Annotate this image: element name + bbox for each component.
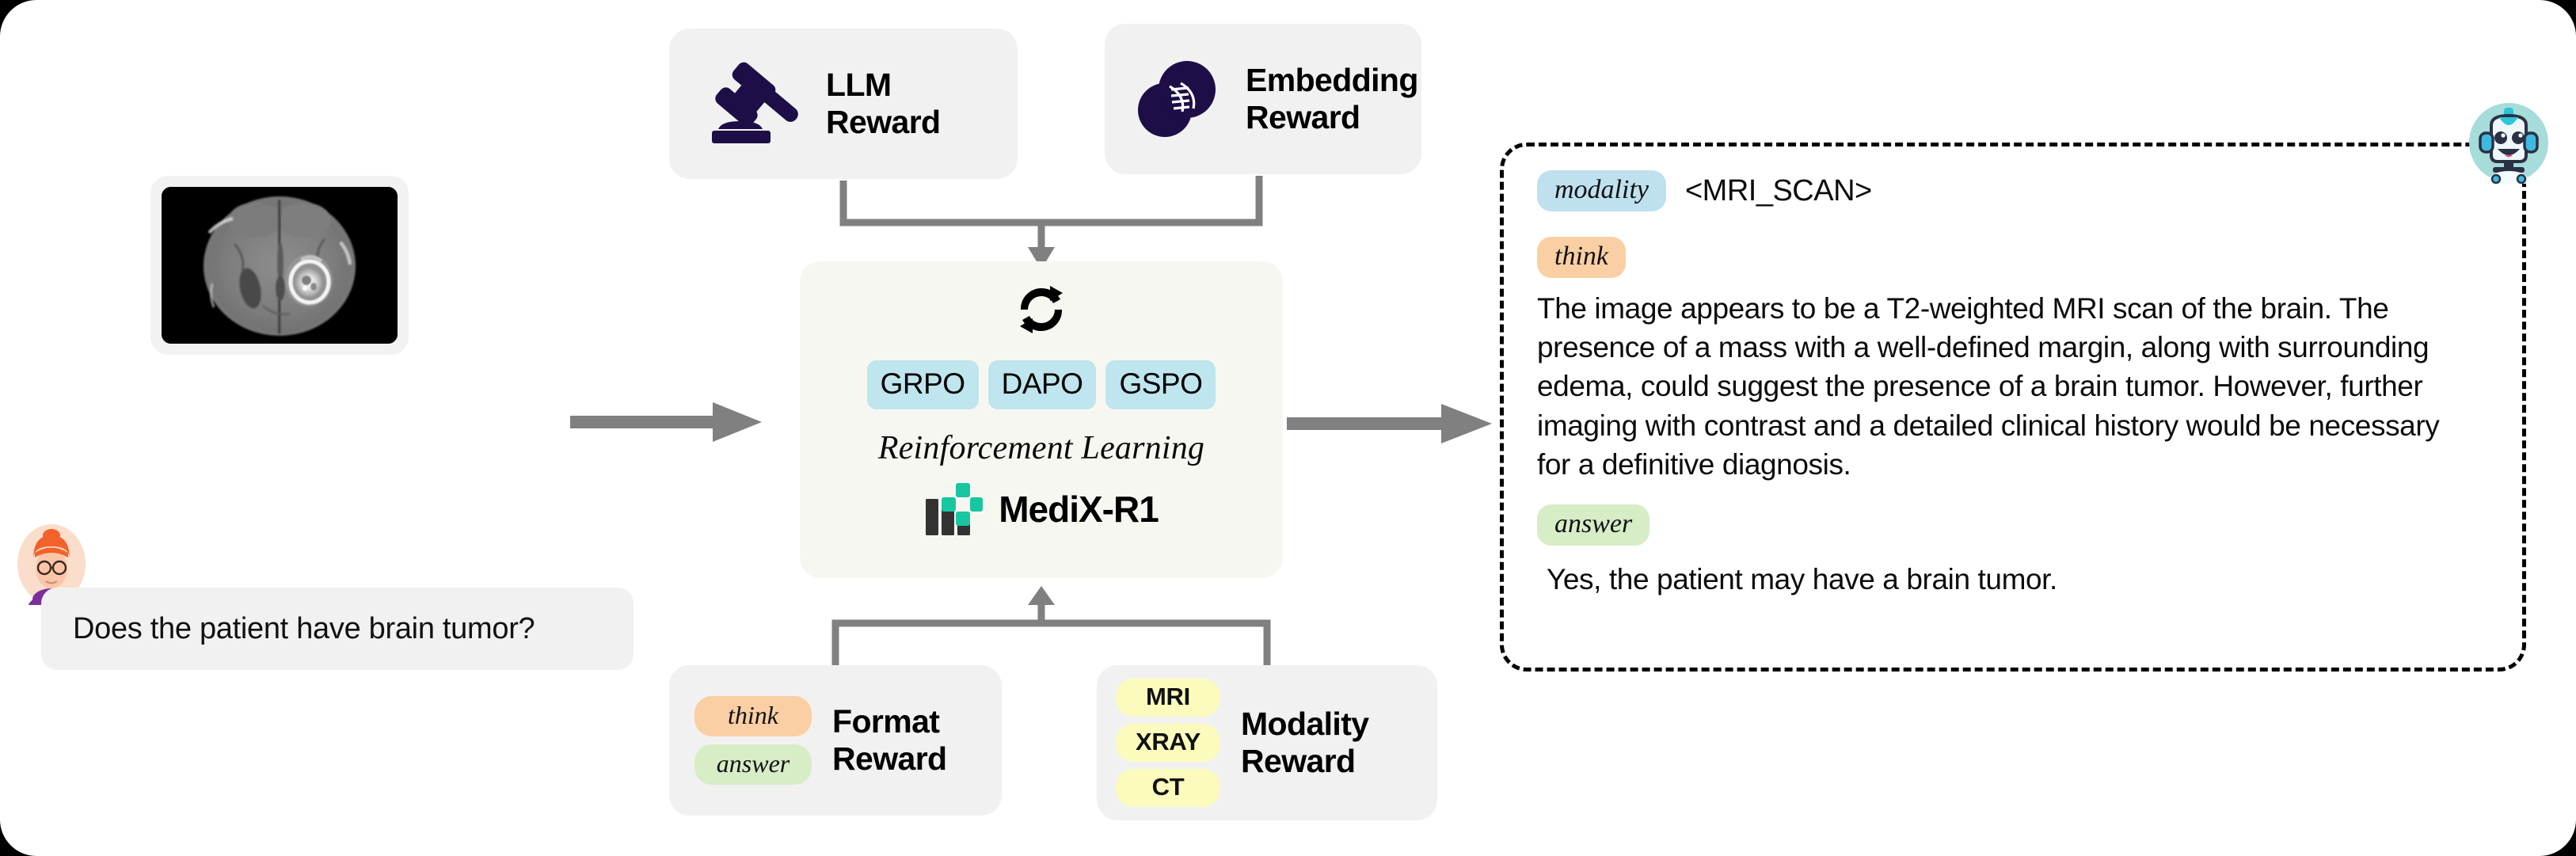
user-question-bubble: Does the patient have brain tumor? bbox=[41, 588, 634, 670]
algorithm-pill-dapo[interactable]: DAPO bbox=[987, 360, 1097, 409]
output-tag-modality: modality bbox=[1537, 170, 1666, 211]
model-row: MediX-R1 bbox=[800, 481, 1283, 537]
modality-reward-card[interactable]: MRI XRAY CT Modality Reward bbox=[1097, 665, 1437, 820]
format-reward-line1: Format bbox=[832, 703, 940, 740]
modality-tag-mri: MRI bbox=[1116, 679, 1220, 717]
medix-bar-cross-logo bbox=[926, 483, 984, 535]
sync-icon-container bbox=[800, 283, 1283, 336]
embedding-circles-icon bbox=[1138, 61, 1216, 137]
output-tag-think: think bbox=[1537, 237, 1626, 278]
modality-tag-ct: CT bbox=[1116, 769, 1220, 807]
format-tag-think: think bbox=[694, 696, 812, 736]
output-think-text: The image appears to be a T2-weighted MR… bbox=[1537, 292, 2440, 481]
embedding-reward-label: Embedding Reward bbox=[1246, 62, 1418, 135]
modality-row: modality <MRI_SCAN> bbox=[1537, 170, 2494, 211]
algorithm-pill-grpo[interactable]: GRPO bbox=[866, 360, 979, 409]
modality-reward-label: Modality Reward bbox=[1241, 706, 1369, 779]
robot-assistant-avatar bbox=[2469, 103, 2548, 184]
algorithm-pill-row: GRPO DAPO GSPO bbox=[800, 360, 1283, 409]
rl-caption: Reinforcement Learning bbox=[877, 430, 1205, 466]
llm-reward-line1: LLM bbox=[826, 67, 892, 104]
brain-mri-image bbox=[162, 187, 398, 344]
output-tag-answer: answer bbox=[1537, 504, 1650, 546]
mri-scan-card bbox=[150, 176, 409, 355]
think-row: think bbox=[1537, 237, 2494, 278]
mri-scan-thumbnail bbox=[162, 187, 398, 344]
format-tag-answer: answer bbox=[694, 744, 812, 785]
embedding-reward-card[interactable]: Embedding Reward bbox=[1105, 24, 1421, 174]
model-name: MediX-R1 bbox=[999, 489, 1159, 530]
embedding-reward-line1: Embedding bbox=[1246, 62, 1418, 99]
refresh-sync-icon bbox=[1020, 286, 1063, 333]
modality-tag-stack: MRI XRAY CT bbox=[1116, 679, 1220, 807]
embedding-reward-line2: Reward bbox=[1246, 99, 1360, 135]
llm-reward-label: LLM Reward bbox=[826, 67, 941, 140]
format-reward-card[interactable]: think answer Format Reward bbox=[669, 665, 1002, 816]
model-output-panel: modality <MRI_SCAN> think The image appe… bbox=[1500, 143, 2526, 671]
modality-tag-xray: XRAY bbox=[1116, 724, 1220, 762]
modality-reward-line1: Modality bbox=[1241, 706, 1369, 743]
format-reward-line2: Reward bbox=[832, 740, 947, 777]
output-modality-value: <MRI_SCAN> bbox=[1684, 173, 1872, 207]
reinforcement-learning-box: GRPO DAPO GSPO Reinforcement Learning M bbox=[800, 261, 1283, 578]
llm-reward-card[interactable]: LLM Reward bbox=[669, 29, 1018, 179]
algorithm-pill-gspo[interactable]: GSPO bbox=[1105, 360, 1216, 409]
llm-reward-line2: Reward bbox=[826, 104, 941, 140]
gavel-icon bbox=[712, 62, 798, 143]
model-output-content: modality <MRI_SCAN> think The image appe… bbox=[1537, 170, 2494, 596]
format-tag-stack: think answer bbox=[694, 696, 812, 785]
output-answer-text: Yes, the patient may have a brain tumor. bbox=[1547, 563, 2057, 596]
user-question-text: Does the patient have brain tumor? bbox=[73, 611, 535, 645]
modality-reward-line2: Reward bbox=[1241, 743, 1356, 779]
answer-row: answer bbox=[1537, 504, 2494, 546]
format-reward-label: Format Reward bbox=[832, 703, 947, 777]
